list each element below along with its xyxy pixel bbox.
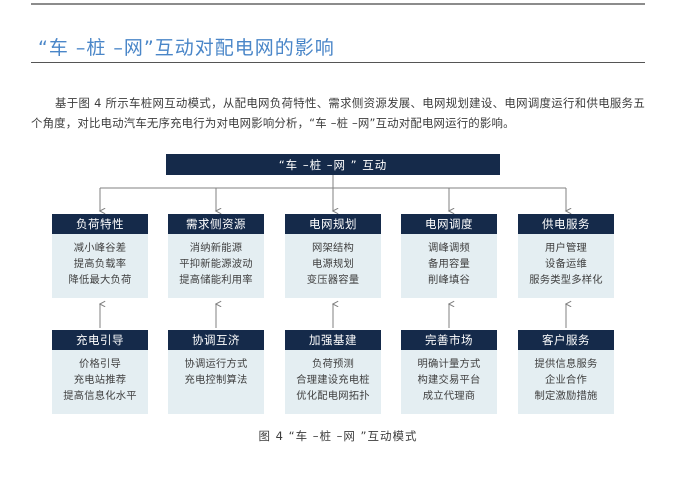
node-body: 价格引导 充电站推荐 提高信息化水平	[52, 350, 148, 414]
node-item: 变压器容量	[306, 274, 360, 286]
top-divider-rule	[31, 3, 645, 5]
node-header: 电网调度	[401, 214, 497, 234]
node-item: 调峰调频	[428, 242, 470, 254]
node-body: 用户管理 设备运维 服务类型多样化	[518, 234, 614, 298]
node-header: 协调互济	[168, 330, 264, 350]
node-header: 需求侧资源	[168, 214, 264, 234]
node-item: 提供信息服务	[534, 358, 598, 370]
node-header: 完善市场	[401, 330, 497, 350]
node-item: 企业合作	[545, 374, 587, 386]
node-market-improvement: 完善市场 明确计量方式 构建交易平台 成立代理商	[401, 330, 497, 414]
node-body: 网架结构 电源规划 变压器容量	[285, 234, 381, 298]
node-title: 协调互济	[192, 333, 240, 347]
node-title: 供电服务	[542, 217, 590, 231]
node-item: 消纳新能源	[189, 242, 243, 254]
node-item: 合理建设充电桩	[296, 374, 370, 386]
node-item: 提高信息化水平	[63, 390, 137, 402]
node-item: 充电控制算法	[184, 374, 248, 386]
node-body: 调峰调频 备用容量 削峰填谷	[401, 234, 497, 298]
node-item: 负荷预测	[312, 358, 354, 370]
node-body: 消纳新能源 平抑新能源波动 提高储能利用率	[168, 234, 264, 298]
node-item: 制定激励措施	[534, 390, 598, 402]
node-title: 电网调度	[425, 217, 473, 231]
node-body: 提供信息服务 企业合作 制定激励措施	[518, 350, 614, 414]
node-body: 协调运行方式 充电控制算法	[168, 350, 264, 414]
title-underline-rule	[31, 62, 645, 63]
node-header: 充电引导	[52, 330, 148, 350]
node-item: 电源规划	[312, 258, 354, 270]
node-item: 削峰填谷	[428, 274, 470, 286]
interaction-mode-diagram: “车 –桩 –网 ” 互动 负荷特性 减小峰谷差 提高负载率 降低最大负荷 需求…	[0, 148, 676, 418]
node-title: 加强基建	[309, 333, 357, 347]
node-coordinated-mutual-aid: 协调互济 协调运行方式 充电控制算法	[168, 330, 264, 414]
node-item: 协调运行方式	[184, 358, 248, 370]
node-item: 平抑新能源波动	[179, 258, 253, 270]
diagram-root-node: “车 –桩 –网 ” 互动	[166, 154, 500, 175]
node-body: 减小峰谷差 提高负载率 降低最大负荷	[52, 234, 148, 298]
node-title: 电网规划	[309, 217, 357, 231]
node-grid-dispatch: 电网调度 调峰调频 备用容量 削峰填谷	[401, 214, 497, 298]
node-item: 备用容量	[428, 258, 470, 270]
node-header: 客户服务	[518, 330, 614, 350]
node-power-supply-service: 供电服务 用户管理 设备运维 服务类型多样化	[518, 214, 614, 298]
node-item: 明确计量方式	[417, 358, 481, 370]
node-title: 完善市场	[425, 333, 473, 347]
node-grid-planning: 电网规划 网架结构 电源规划 变压器容量	[285, 214, 381, 298]
node-item: 成立代理商	[422, 390, 476, 402]
node-title: 负荷特性	[76, 217, 124, 231]
page-title: “车 –桩 –网”互动对配电网的影响	[38, 36, 335, 59]
node-item: 网架结构	[312, 242, 354, 254]
node-infrastructure-strengthening: 加强基建 负荷预测 合理建设充电桩 优化配电网拓扑	[285, 330, 381, 414]
node-item: 价格引导	[79, 358, 121, 370]
node-demand-side-resources: 需求侧资源 消纳新能源 平抑新能源波动 提高储能利用率	[168, 214, 264, 298]
node-item: 充电站推荐	[73, 374, 127, 386]
node-header: 负荷特性	[52, 214, 148, 234]
node-item: 构建交易平台	[417, 374, 481, 386]
node-customer-service: 客户服务 提供信息服务 企业合作 制定激励措施	[518, 330, 614, 414]
node-title: 客户服务	[542, 333, 590, 347]
node-item: 提高储能利用率	[179, 274, 253, 286]
node-header: 电网规划	[285, 214, 381, 234]
node-charging-guidance: 充电引导 价格引导 充电站推荐 提高信息化水平	[52, 330, 148, 414]
node-title: 充电引导	[76, 333, 124, 347]
node-load-characteristics: 负荷特性 减小峰谷差 提高负载率 降低最大负荷	[52, 214, 148, 298]
figure-caption: 图 4 “车 –桩 –网 ”互动模式	[258, 429, 418, 443]
node-body: 负荷预测 合理建设充电桩 优化配电网拓扑	[285, 350, 381, 414]
node-item: 用户管理	[545, 242, 587, 254]
node-item: 提高负载率	[73, 258, 127, 270]
node-item: 设备运维	[545, 258, 587, 270]
node-item: 降低最大负荷	[68, 274, 132, 286]
node-title: 需求侧资源	[186, 217, 246, 231]
diagram-root-label: “车 –桩 –网 ” 互动	[278, 157, 388, 172]
body-paragraph: 基于图 4 所示车桩网互动模式，从配电网负荷特性、需求侧资源发展、电网规划建设、…	[31, 96, 645, 131]
node-item: 减小峰谷差	[73, 242, 127, 254]
node-body: 明确计量方式 构建交易平台 成立代理商	[401, 350, 497, 414]
node-item: 服务类型多样化	[529, 274, 603, 286]
node-header: 加强基建	[285, 330, 381, 350]
node-item: 优化配电网拓扑	[296, 390, 370, 402]
node-header: 供电服务	[518, 214, 614, 234]
